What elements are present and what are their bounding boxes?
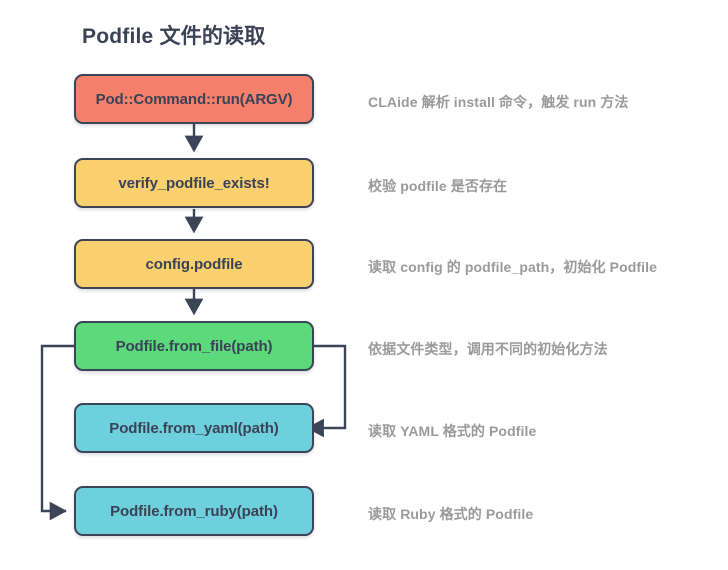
node-label: config.podfile — [145, 255, 243, 273]
node-config-podfile[interactable]: config.podfile — [74, 239, 314, 289]
annotation-config-podfile: 读取 config 的 podfile_path，初始化 Podfile — [368, 259, 658, 275]
node-label: Pod::Command::run(ARGV) — [95, 90, 293, 108]
node-podfile-from-file[interactable]: Podfile.from_file(path) — [74, 321, 314, 371]
annotation-podfile-from-ruby: 读取 Ruby 格式的 Podfile — [368, 506, 534, 522]
annotation-podfile-from-file: 依据文件类型，调用不同的初始化方法 — [368, 341, 608, 357]
annotation-pod-command-run: CLAide 解析 install 命令，触发 run 方法 — [368, 94, 629, 110]
edge-fromfile-to-fromruby — [40, 344, 74, 521]
node-label: Podfile.from_ruby(path) — [110, 502, 278, 520]
node-label: Podfile.from_yaml(path) — [109, 419, 279, 437]
node-podfile-from-yaml[interactable]: Podfile.from_yaml(path) — [74, 403, 314, 453]
page-title: Podfile 文件的读取 — [82, 25, 266, 48]
annotation-verify-podfile-exists: 校验 podfile 是否存在 — [368, 178, 508, 194]
node-label: verify_podfile_exists! — [118, 174, 270, 192]
node-podfile-from-ruby[interactable]: Podfile.from_ruby(path) — [74, 486, 314, 536]
node-pod-command-run[interactable]: Pod::Command::run(ARGV) — [74, 74, 314, 124]
edge-fromfile-to-fromyaml — [306, 344, 347, 438]
node-verify-podfile-exists[interactable]: verify_podfile_exists! — [74, 158, 314, 208]
node-label: Podfile.from_file(path) — [115, 337, 273, 355]
annotation-podfile-from-yaml: 读取 YAML 格式的 Podfile — [368, 423, 537, 439]
